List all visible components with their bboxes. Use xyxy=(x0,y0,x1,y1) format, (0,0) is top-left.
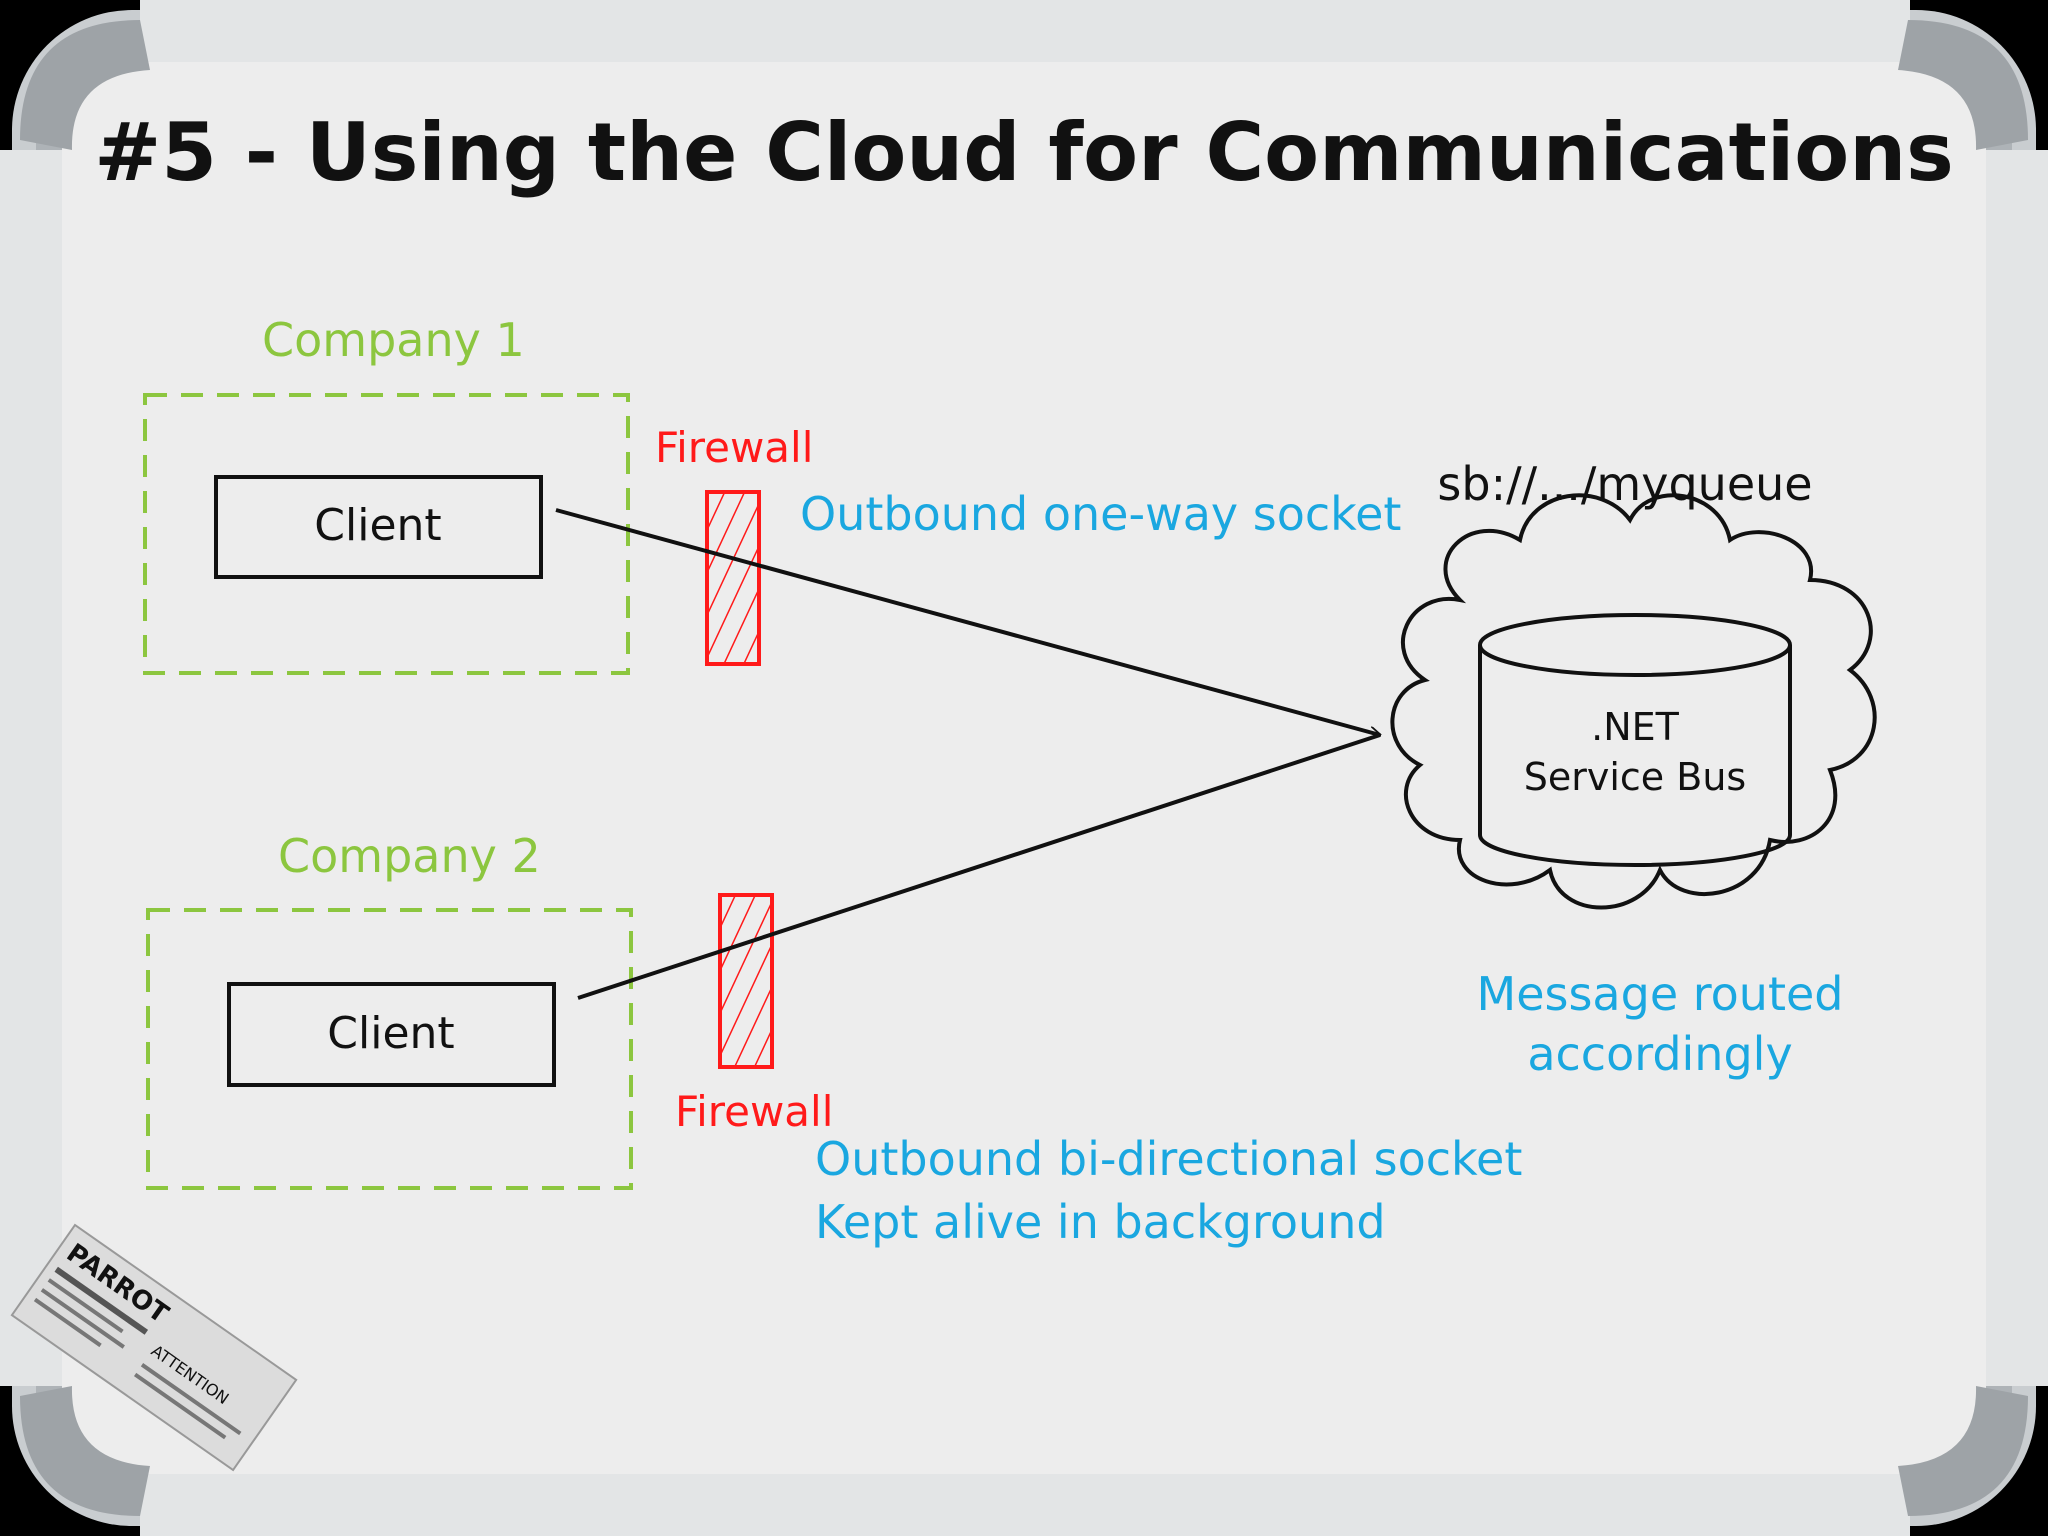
company-1-boundary xyxy=(143,393,630,675)
frame-right-rail xyxy=(1978,150,2048,1386)
company-2-label: Company 2 xyxy=(278,829,541,883)
queue-address: sb://.../myqueue xyxy=(1437,457,1812,511)
service-bus-label-line1: .NET xyxy=(1591,705,1680,749)
frame-bottom-rail xyxy=(140,1466,1910,1536)
company-1-client-box xyxy=(214,475,543,579)
company-1-client-label: Client xyxy=(314,500,441,551)
routing-note-line2: accordingly xyxy=(1527,1027,1792,1081)
corner-cap-top-right xyxy=(1898,20,2028,150)
company-1-label: Company 1 xyxy=(262,313,525,367)
service-bus-label-line2: Service Bus xyxy=(1524,755,1746,799)
company-1-socket-label: Outbound one-way socket xyxy=(800,487,1401,541)
routing-note-line1: Message routed xyxy=(1477,967,1844,1021)
company-2-client-box xyxy=(227,982,556,1087)
company-2-boundary xyxy=(146,908,633,1190)
firewall-2-label: Firewall xyxy=(675,1087,833,1136)
page-title: #5 - Using the Cloud for Communications xyxy=(94,106,1954,199)
firewall-1-icon xyxy=(705,490,761,666)
frame-top-rail xyxy=(140,0,1910,70)
cloud-icon xyxy=(1390,493,1877,910)
firewall-1-label: Firewall xyxy=(655,423,813,472)
company-2-socket-label-line2: Kept alive in background xyxy=(815,1195,1386,1249)
corner-cap-bottom-left xyxy=(20,1386,150,1516)
company-2-socket-label-line1: Outbound bi-directional socket xyxy=(815,1132,1522,1186)
connection-company-2 xyxy=(577,733,1381,1000)
corner-cap-bottom-right xyxy=(1898,1386,2028,1516)
database-icon xyxy=(1478,613,1792,867)
arrow-icon-company-1 xyxy=(555,508,1380,735)
firewall-2-icon xyxy=(718,893,774,1069)
corner-cap-top-left xyxy=(20,20,150,150)
company-2-client-label: Client xyxy=(327,1008,454,1059)
frame-left-rail xyxy=(0,150,70,1386)
board-surface xyxy=(62,62,1986,1474)
